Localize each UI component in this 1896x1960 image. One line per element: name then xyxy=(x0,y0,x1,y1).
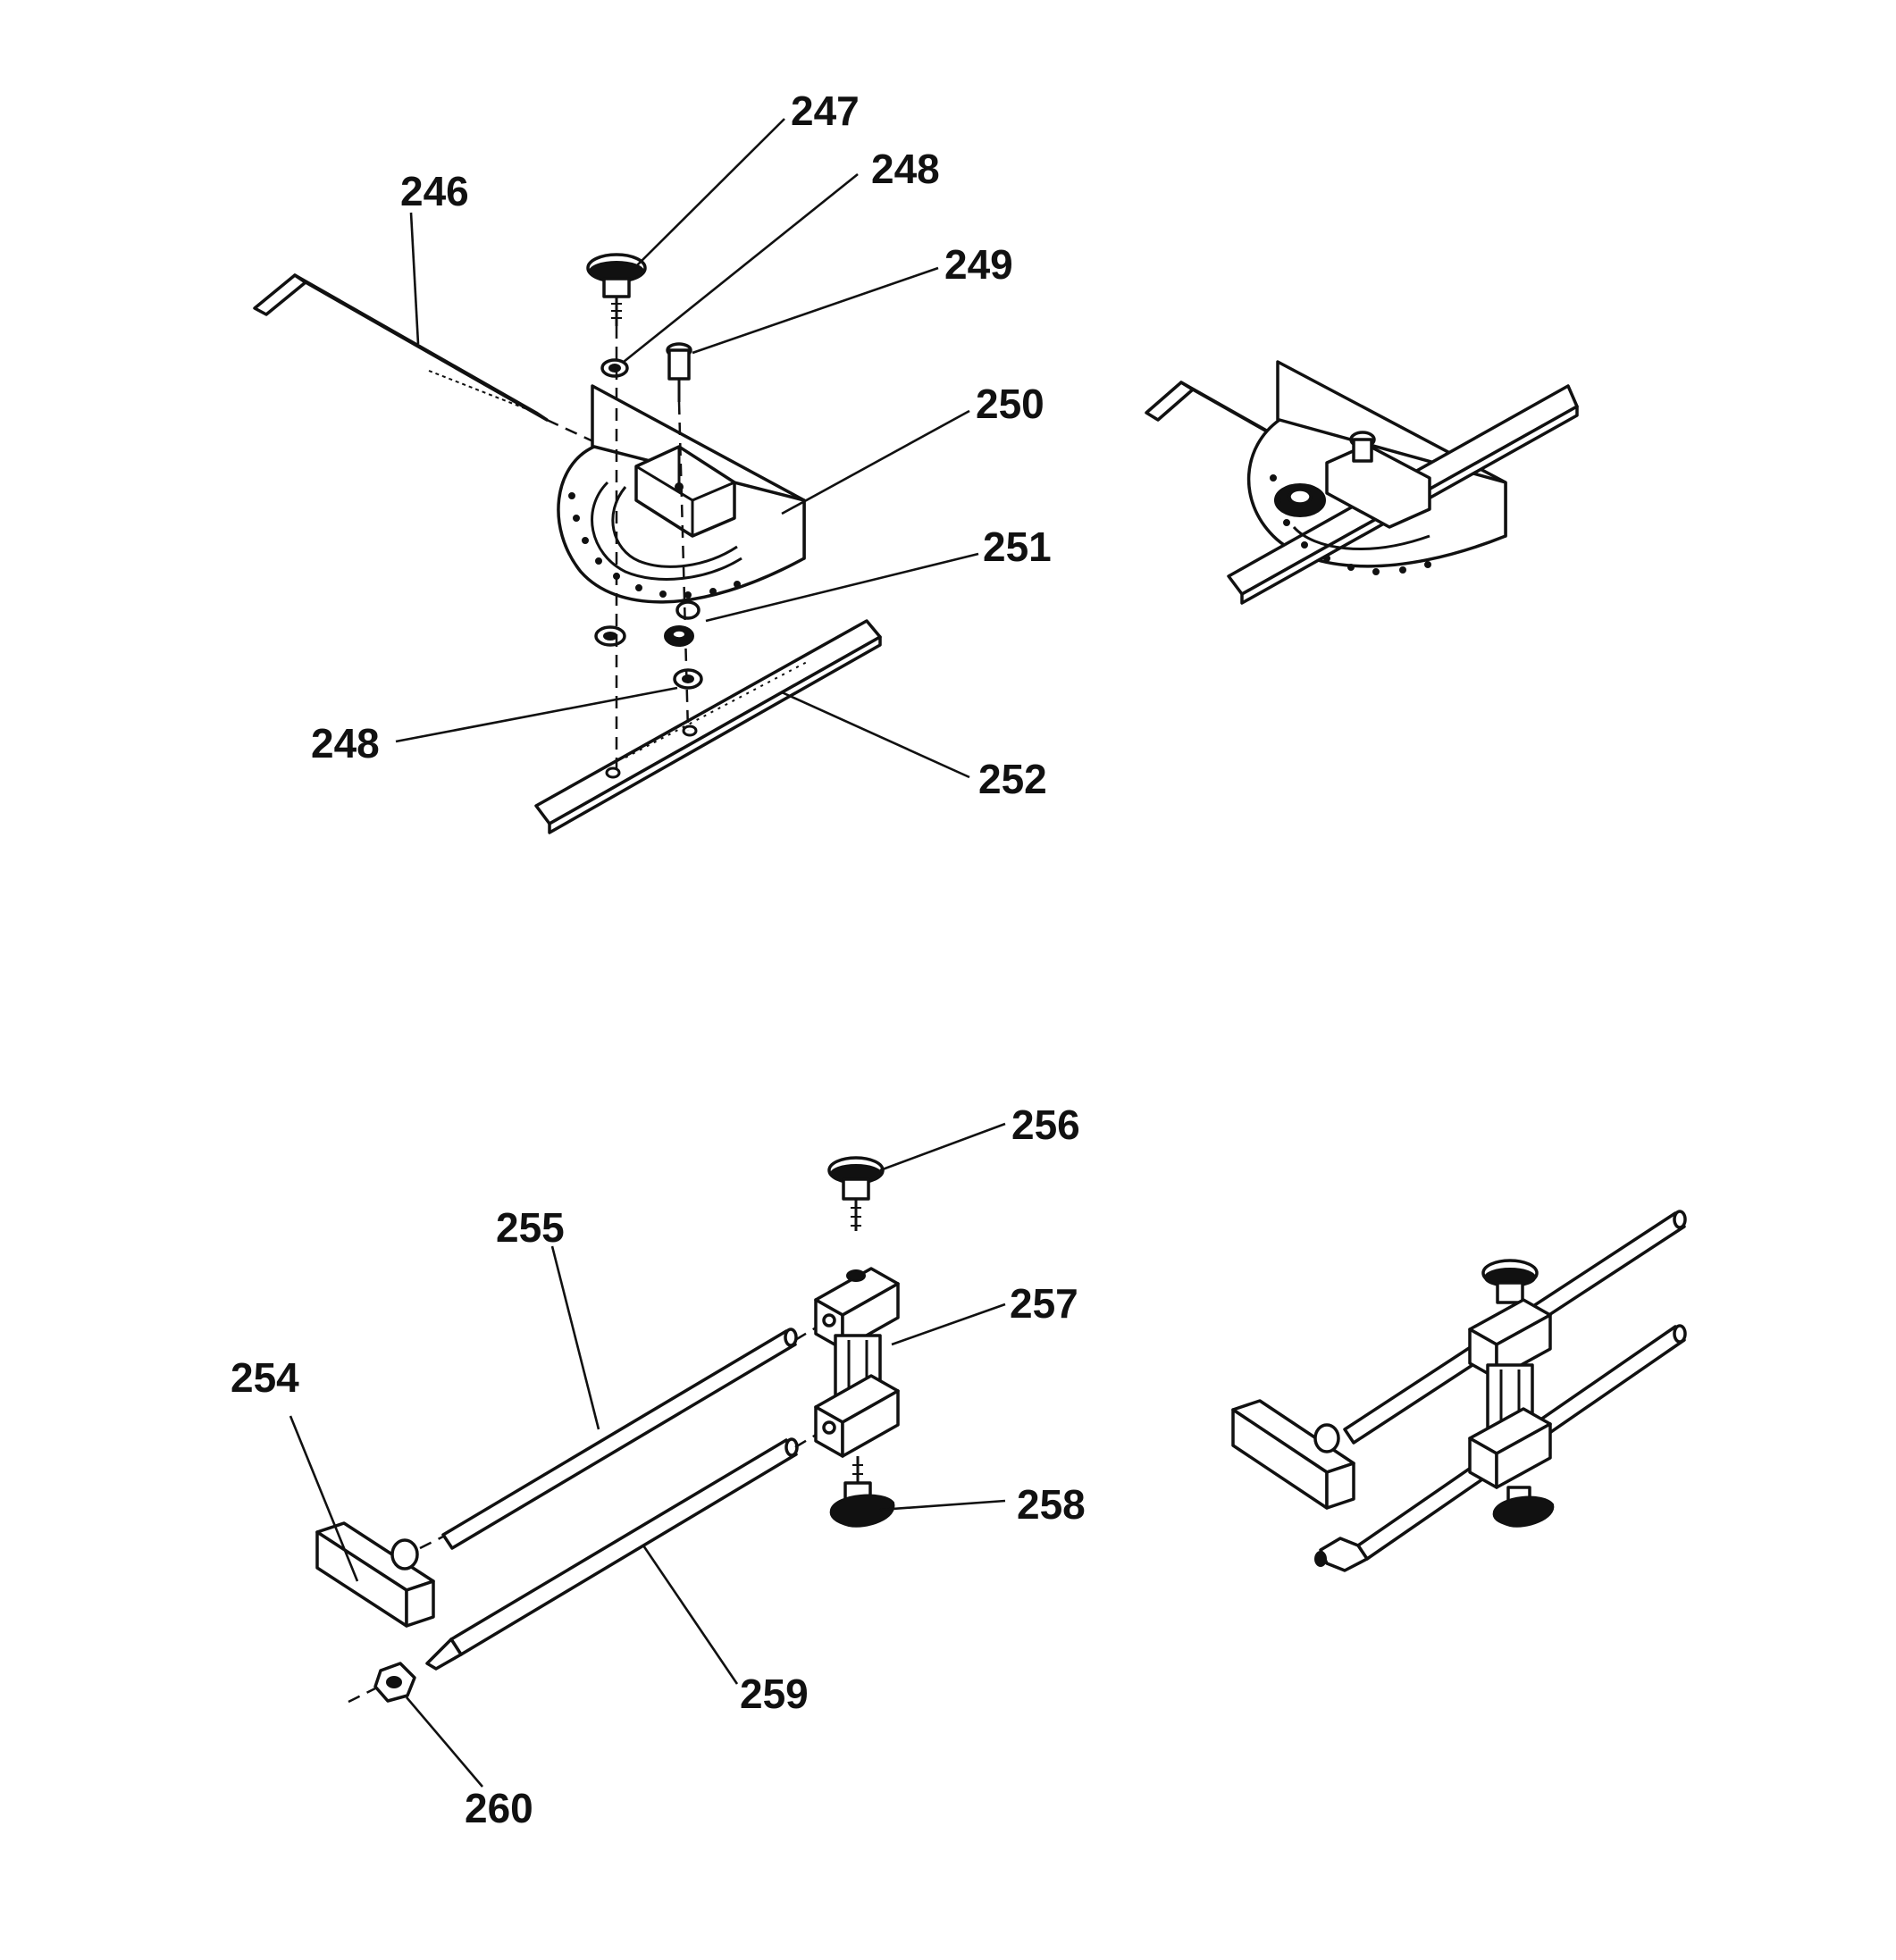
callout-258: 258 xyxy=(1017,1481,1086,1528)
callout-251: 251 xyxy=(983,524,1052,570)
callout-252: 252 xyxy=(978,756,1047,802)
stop-rod-assembled xyxy=(1231,1210,1687,1572)
part-256-lock-knob xyxy=(827,1156,885,1231)
part-washer-middle xyxy=(594,625,626,647)
callout-248-lower: 248 xyxy=(311,720,380,766)
leader-lines xyxy=(289,118,1006,1788)
callout-249: 249 xyxy=(944,241,1013,288)
part-247-lock-knob xyxy=(586,253,647,326)
part-251-lock-nut xyxy=(664,600,701,647)
part-252-miter-bar xyxy=(534,619,882,834)
part-248-washer-lower xyxy=(673,668,703,690)
callout-256: 256 xyxy=(1011,1101,1080,1148)
part-260-nut xyxy=(348,1662,416,1704)
callout-248-upper: 248 xyxy=(871,146,940,192)
part-255-upper-rod xyxy=(419,1325,818,1550)
callout-246: 246 xyxy=(400,168,469,214)
part-248-washer-upper xyxy=(600,358,629,378)
part-246-stop-rod xyxy=(253,273,644,466)
part-249-stop-pin xyxy=(666,342,692,402)
callout-259: 259 xyxy=(740,1671,809,1717)
callout-254: 254 xyxy=(231,1354,299,1401)
callout-260: 260 xyxy=(465,1785,533,1831)
callout-250: 250 xyxy=(976,381,1044,427)
miter-gauge-assembled xyxy=(1145,360,1579,605)
assembled-scale-ticks xyxy=(1270,474,1431,575)
callout-255: 255 xyxy=(496,1204,565,1251)
part-254-stop-block xyxy=(315,1521,435,1628)
callout-257: 257 xyxy=(1010,1280,1078,1327)
part-257-rod-bracket xyxy=(814,1267,900,1458)
part-250-miter-body xyxy=(557,384,806,604)
callout-labels: 246 247 248 249 250 251 248 252 254 255 … xyxy=(231,88,1086,1831)
protractor-scale-ticks xyxy=(568,492,741,599)
part-258-lower-knob xyxy=(829,1456,895,1528)
part-259-lower-rod xyxy=(425,1432,818,1671)
callout-247: 247 xyxy=(791,88,860,134)
stop-rod-exploded xyxy=(315,1156,900,1704)
miter-gauge-exploded xyxy=(253,253,882,834)
